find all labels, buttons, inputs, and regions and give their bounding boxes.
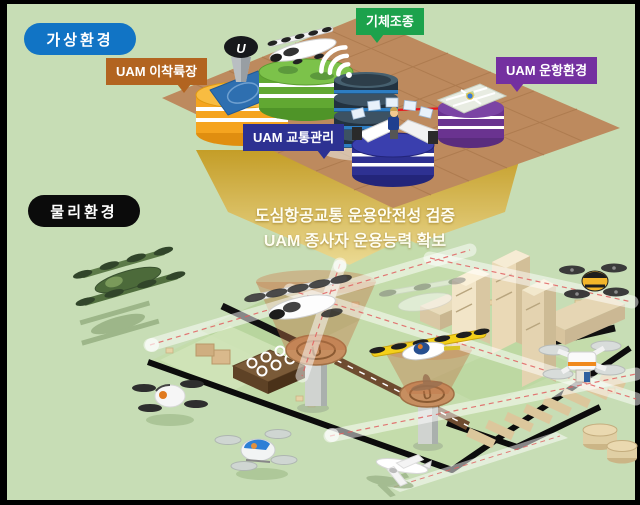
aircraft-shadow-on-pad — [411, 374, 443, 391]
callout-aircraft-control: 기체조종 — [356, 8, 424, 43]
callout-uam-vertiport: UAM 이착륙장 — [106, 58, 208, 93]
flight-environment-platform — [436, 83, 508, 148]
arrow-text-line2: UAM 종사자 운용능력 확보 — [263, 233, 447, 250]
drone-landing-pad — [195, 343, 307, 394]
wifi-icon — [319, 45, 352, 78]
storage-tanks — [582, 423, 638, 464]
passenger-drone-white — [132, 380, 208, 426]
vertiport-sign-u: U — [236, 41, 246, 56]
airplane — [366, 432, 568, 498]
virtual-environment-label: 가상환경 — [24, 23, 136, 55]
traffic-management-platform — [350, 97, 439, 187]
ghost-evtol — [379, 277, 466, 312]
military-evtol — [73, 246, 186, 346]
callout-uam-traffic-management: UAM 교통관리 — [243, 124, 345, 159]
passenger-drone-blue — [214, 429, 298, 480]
white-evtol-city — [244, 274, 352, 320]
cargo-drone — [538, 340, 626, 383]
city-map-tile — [436, 83, 508, 114]
white-evtol-virtual — [267, 26, 337, 65]
arrow-text-line1: 도심항공교통 운용안전성 검증 — [254, 208, 456, 225]
control-desk — [350, 97, 439, 144]
yellow-evtol — [369, 328, 490, 361]
physical-environment-label: 물리환경 — [28, 195, 140, 227]
callout-uam-flight-environment: UAM 운항환경 — [496, 57, 598, 92]
quad-drone-yellow — [559, 263, 629, 299]
